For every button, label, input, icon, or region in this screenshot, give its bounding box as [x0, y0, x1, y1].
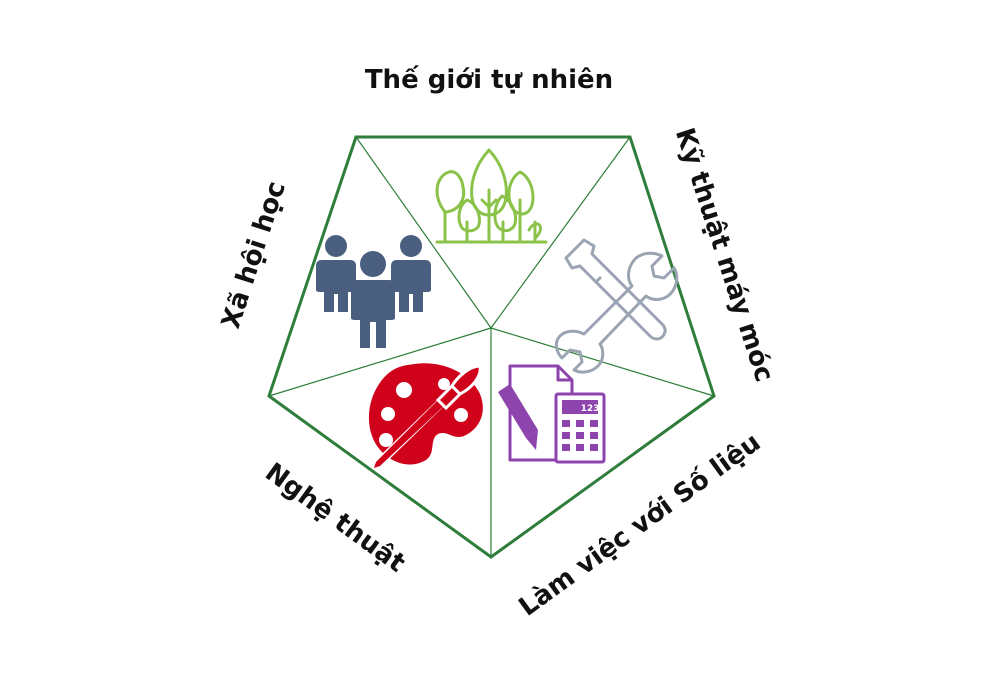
paint-palette-brush-icon: [368, 363, 483, 468]
divider-top-right: [490, 136, 631, 329]
people-group-icon: [316, 235, 431, 348]
calculator-display-text: 123: [581, 404, 600, 414]
wrench-screwdriver-icon: [554, 238, 679, 374]
divider-top-left: [355, 136, 492, 329]
divider-left: [268, 327, 492, 397]
pentagon-outline: [267, 135, 716, 559]
label-natural-world: Thế giới tự nhiên: [364, 65, 614, 95]
trees-icon: [435, 148, 548, 244]
document-pencil-calculator-icon: [498, 364, 606, 464]
pentagon: [267, 135, 716, 559]
